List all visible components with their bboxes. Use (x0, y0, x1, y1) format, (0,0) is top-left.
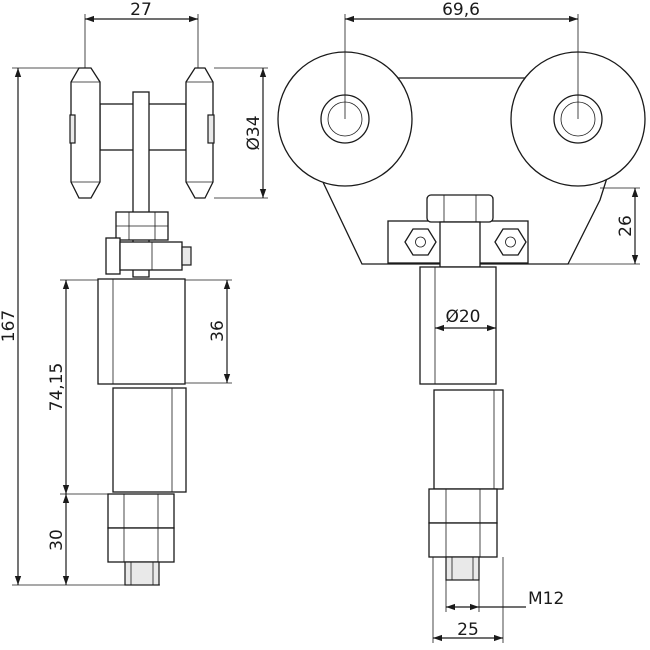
clamp-bolt-left (404, 228, 437, 256)
shaft-collar (439, 221, 481, 268)
lower-tube (112, 387, 187, 493)
dim-wheel-spacing-label: 69,6 (442, 0, 480, 20)
dim-shaft-diameter-label: Ø20 (445, 307, 480, 327)
top-hex-nut (426, 194, 494, 223)
front-double-nut (428, 488, 498, 558)
dim-upper-sleeve-label: 36 (208, 320, 228, 342)
front-threaded-stud (445, 556, 480, 581)
dim-wheel-diameter-label: Ø34 (244, 115, 264, 150)
cross-bolt (105, 237, 192, 275)
plate-nut (115, 211, 169, 241)
side-wheel-left (69, 67, 101, 199)
side-view: 27 Ø34 167 74,15 30 36 (0, 0, 268, 586)
dim-total-height-label: 167 (0, 310, 19, 342)
side-threaded-stud (124, 561, 160, 586)
dim-nut-height-label: 30 (47, 529, 67, 551)
side-double-nut (107, 493, 175, 563)
dim-nut-width-label: 25 (457, 620, 479, 640)
side-wheel-right (185, 67, 215, 199)
dim-thread-label: M12 (528, 589, 564, 609)
dim-axle-length-label: 74,15 (47, 363, 67, 412)
clamp-bolt-right (494, 228, 527, 256)
dim-bracket-height-label: 26 (616, 215, 636, 237)
upper-sleeve (97, 278, 186, 385)
front-view: 69,6 26 Ø20 M12 25 (277, 0, 646, 643)
lower-sleeve (433, 389, 504, 490)
dim-wheel-width-label: 27 (130, 0, 152, 20)
